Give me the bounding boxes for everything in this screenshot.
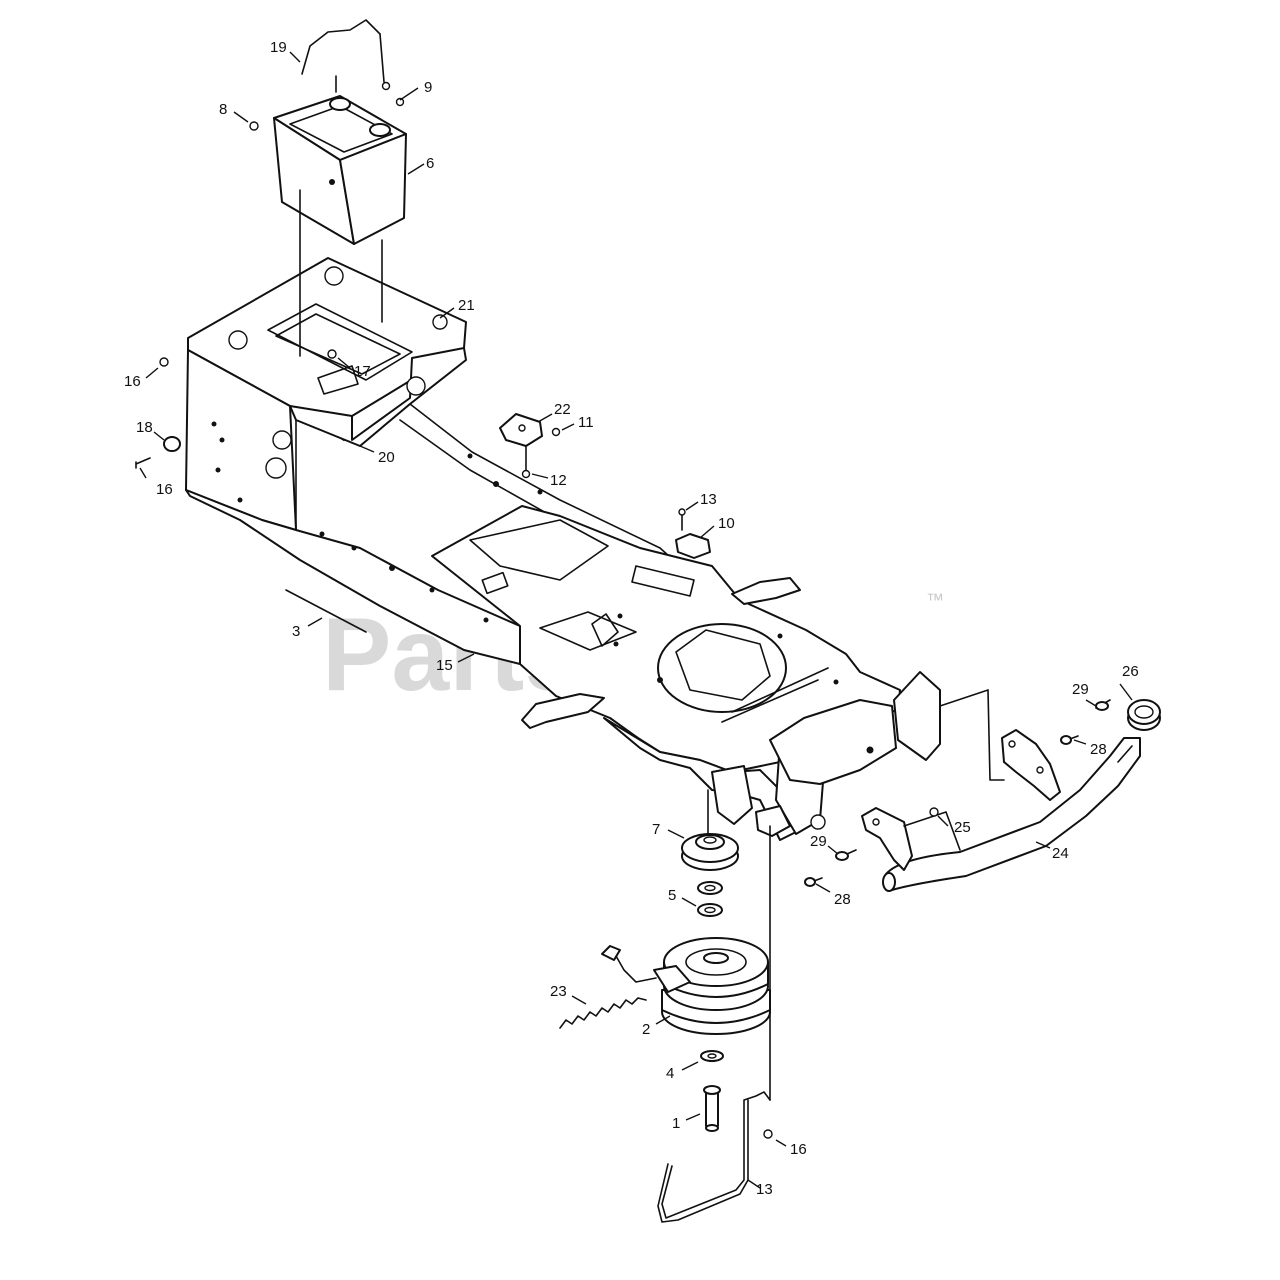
callout-20: 19 bbox=[270, 39, 287, 56]
callout-16-rear: 16 bbox=[124, 373, 141, 390]
frame bbox=[185, 257, 941, 841]
callout-8: 8 bbox=[219, 101, 227, 118]
callout-13: 13 bbox=[756, 1181, 773, 1198]
callout-6: 6 bbox=[426, 155, 434, 172]
clutch-wire-harness bbox=[615, 955, 657, 983]
frame-front-axle-support bbox=[769, 699, 897, 785]
battery-cable bbox=[301, 19, 381, 75]
callout-3: 3 bbox=[292, 623, 300, 640]
pto-rod bbox=[661, 1091, 771, 1219]
callout-21: 20 bbox=[378, 449, 395, 466]
callout-19: 18 bbox=[136, 419, 153, 436]
callout-25: 24 bbox=[1052, 845, 1069, 862]
bumper-end-cap bbox=[1127, 699, 1161, 731]
callout-14: 13 bbox=[700, 491, 717, 508]
bolt-8 bbox=[249, 121, 259, 131]
callout-7: 7 bbox=[652, 821, 660, 838]
frame-right-footrest-tab bbox=[731, 577, 801, 605]
callout-10: 10 bbox=[718, 515, 735, 532]
frame-idler-mount bbox=[755, 805, 791, 837]
callout-27: 26 bbox=[1122, 663, 1139, 680]
callout-28-right: 28 bbox=[1090, 741, 1107, 758]
callout-2: 2 bbox=[642, 1021, 650, 1038]
clutch-connector bbox=[601, 945, 621, 961]
frame-pto-mount bbox=[711, 765, 753, 825]
callout-18: 17 bbox=[354, 363, 371, 380]
callout-labels: 19 8 9 6 21 16 17 18 16 20 22 11 12 13 1… bbox=[124, 39, 1139, 1198]
callout-5: 5 bbox=[668, 887, 676, 904]
callout-4: 4 bbox=[666, 1065, 674, 1082]
callout-15: 15 bbox=[436, 657, 453, 674]
watermark-trademark: ™ bbox=[926, 590, 944, 610]
frame-front-crossmember bbox=[603, 717, 801, 841]
spacer-19 bbox=[163, 436, 181, 452]
pto-clutch bbox=[653, 937, 771, 1035]
battery-side bbox=[339, 133, 407, 245]
nut-26 bbox=[929, 807, 939, 817]
callout-11: 11 bbox=[578, 414, 594, 431]
nut-18 bbox=[327, 349, 337, 359]
callout-9: 9 bbox=[424, 79, 432, 96]
callout-1: 1 bbox=[672, 1115, 680, 1132]
clutch-bolt bbox=[703, 1085, 721, 1132]
nut-16-rear bbox=[159, 357, 169, 367]
callout-leaders bbox=[139, 51, 1133, 1189]
callout-22: 21 bbox=[458, 297, 475, 314]
battery-terminal-neg bbox=[369, 123, 391, 137]
nut-11 bbox=[551, 427, 561, 437]
callout-24: 23 bbox=[550, 983, 567, 1000]
callout-16-rod: 16 bbox=[790, 1141, 807, 1158]
callout-28-left: 28 bbox=[834, 891, 851, 908]
frame-front-bracket-right bbox=[893, 671, 941, 761]
rear-frame-back-wall bbox=[289, 347, 467, 447]
battery bbox=[273, 95, 407, 245]
bolt-17 bbox=[135, 457, 151, 469]
callout-17: 16 bbox=[156, 481, 173, 498]
callout-23: 22 bbox=[554, 401, 571, 418]
nut-9b bbox=[395, 97, 405, 107]
front-bumper-tube bbox=[885, 737, 1141, 891]
callout-29-right: 29 bbox=[1072, 681, 1089, 698]
nut-9a bbox=[381, 81, 391, 91]
frame-left-footrest-tab bbox=[521, 693, 605, 729]
seat-switch bbox=[675, 533, 711, 559]
callout-29-left: 29 bbox=[810, 833, 827, 850]
pto-pulley bbox=[681, 833, 739, 871]
cable-tie bbox=[285, 589, 367, 633]
bumper-bracket-left bbox=[861, 807, 913, 871]
callout-26: 25 bbox=[954, 819, 971, 836]
battery-terminal-pos bbox=[329, 97, 351, 111]
clutch-spring bbox=[559, 997, 647, 1029]
callout-12: 12 bbox=[550, 472, 567, 489]
nut-16-rod bbox=[763, 1129, 773, 1139]
front-bracket-plate bbox=[1001, 729, 1061, 801]
